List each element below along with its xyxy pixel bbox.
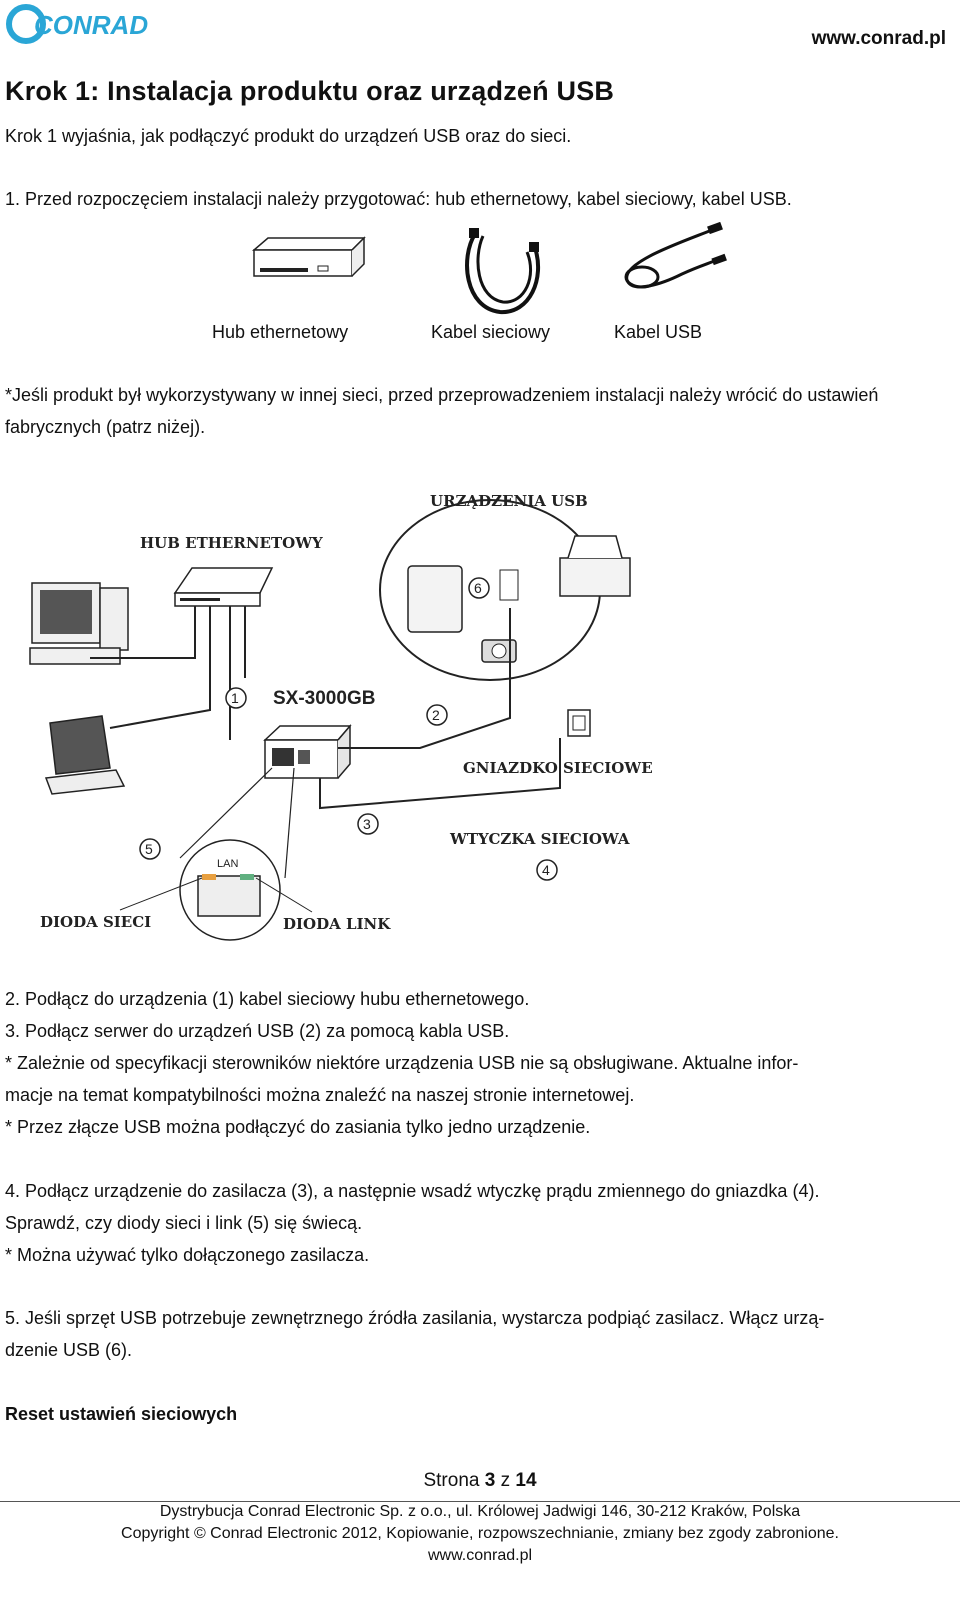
page-mid: z	[495, 1470, 516, 1491]
footer-distributor: Dystrybucja Conrad Electronic Sp. z o.o.…	[159, 1503, 801, 1520]
label-plug: WTYCZKA SIECIOWA	[449, 830, 630, 848]
step-5-line1: 5. Jeśli sprzęt USB potrzebuje zewnętrzn…	[5, 1308, 825, 1328]
outlet-icon	[567, 709, 591, 737]
step-5-line2: dzenie USB (6).	[5, 1340, 133, 1360]
page-current: 3	[484, 1470, 496, 1491]
num-4: 4	[542, 862, 550, 878]
step-3: 3. Podłącz serwer do urządzeń USB (2) za…	[5, 1021, 510, 1041]
logo-text: CONRAD	[34, 10, 148, 40]
caption-usb-cable: Kabel USB	[614, 322, 703, 342]
note-3a-line2: macje na temat kompatybilności można zna…	[5, 1085, 635, 1105]
usb-cable-image	[624, 222, 727, 289]
num-3: 3	[363, 816, 371, 832]
label-ethernet-hub: HUB ETHERNETOWY	[140, 534, 323, 552]
printer-icon	[559, 557, 631, 597]
footer-copyright: Copyright © Conrad Electronic 2012, Kopi…	[121, 1525, 839, 1542]
ethernet-hub-image	[251, 236, 366, 277]
reset-note: *Jeśli produkt był wykorzystywany w inne…	[5, 385, 879, 437]
label-model: SX-3000GB	[273, 688, 375, 709]
laptop-icon	[49, 715, 111, 775]
num-1: 1	[231, 690, 239, 706]
label-diode-net: DIODA SIECI	[40, 913, 151, 931]
caption-hub: Hub ethernetowy	[212, 322, 349, 342]
step-4-line2: Sprawdź, czy diody sieci i link (5) się …	[5, 1213, 363, 1233]
page-number: Strona 3 z 14	[0, 1470, 960, 1492]
conrad-logo: CONRAD	[6, 4, 148, 44]
reset-heading: Reset ustawień sieciowych	[5, 1404, 238, 1424]
caption-lan-cable: Kabel sieciowy	[431, 322, 551, 342]
note-3b: * Przez złącze USB można podłączyć do za…	[5, 1117, 591, 1137]
label-lan: LAN	[217, 858, 238, 870]
num-5: 5	[145, 841, 153, 857]
footer-url: www.conrad.pl	[427, 1547, 533, 1564]
usb-drive-icon	[407, 565, 463, 633]
label-diode-link: DIODA LINK	[283, 915, 391, 933]
footer-divider	[0, 1501, 960, 1502]
num-2: 2	[432, 707, 440, 723]
note-4: * Można używać tylko dołączonego zasilac…	[5, 1245, 370, 1265]
step-4-line1: 4. Podłącz urządzenie do zasilacza (3), …	[5, 1181, 820, 1201]
intro-text: Krok 1 wyjaśnia, jak podłączyć produkt d…	[5, 126, 572, 146]
num-6: 6	[474, 580, 482, 596]
label-outlet: GNIAZDKO SIECIOWE	[463, 759, 653, 777]
note-3a-line1: * Zależnie od specyfikacji sterowników n…	[5, 1053, 799, 1073]
site-url: www.conrad.pl	[811, 28, 946, 49]
network-cable-image	[465, 228, 541, 315]
page-title: Krok 1: Instalacja produktu oraz urządze…	[5, 76, 615, 106]
page-total: 14	[515, 1470, 537, 1491]
step-1: 1. Przed rozpoczęciem instalacji należy …	[5, 189, 792, 209]
connection-diagram: URZĄDZENIA USB HUB ETHERNETOWY SX-3000GB…	[29, 492, 653, 941]
step-2: 2. Podłącz do urządzenia (1) kabel sieci…	[5, 989, 530, 1009]
page-prefix: Strona	[423, 1470, 485, 1491]
